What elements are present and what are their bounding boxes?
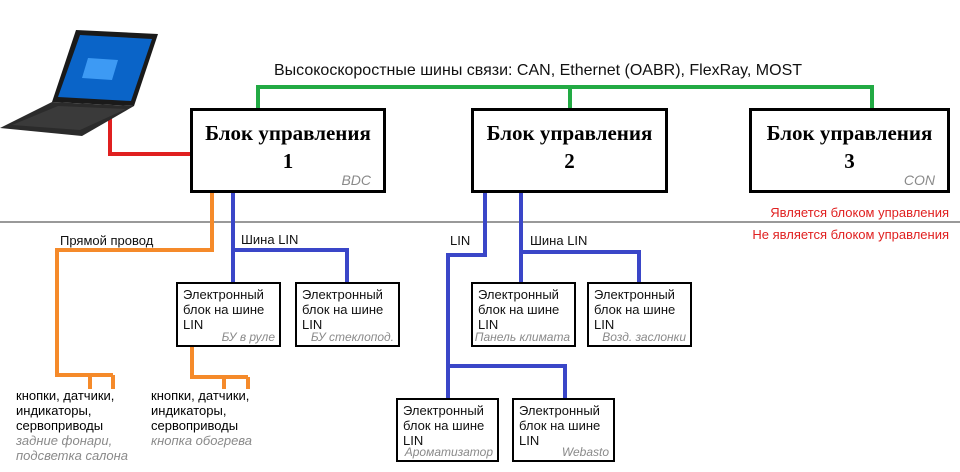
lin-unit-steering: Электронный блок на шине LIN БУ в руле [176, 282, 281, 347]
lin-unit-line-2: блок на шине [519, 418, 601, 433]
component-line-1: кнопки, датчики, [16, 388, 115, 403]
lin-unit-line-2: блок на шине [183, 302, 265, 317]
lin-unit-window-lifter: Электронный блок на шине LIN БУ стеклопо… [295, 282, 400, 347]
legend-is-ecu: Является блоком управления [770, 205, 949, 220]
lin-bus-label-1: Шина LIN [241, 232, 299, 247]
lin-unit-line-2: блок на шине [594, 302, 676, 317]
ecu-3-title: Блок управления [766, 121, 933, 145]
component-line-3: сервоприводы [151, 418, 239, 433]
lin-unit-line-1: Электронный [302, 287, 383, 302]
component-line-2: индикаторы, [151, 403, 227, 418]
lin-unit-line-3: LIN [183, 317, 204, 332]
direct-wire-label: Прямой провод [60, 233, 154, 248]
lin-unit-subtitle: Webasto [561, 445, 609, 459]
ecu-3: Блок управления 3 CON [749, 108, 950, 193]
component-group-2: кнопки, датчики, индикаторы, сервопривод… [151, 388, 252, 448]
ecu-3-number: 3 [844, 149, 855, 173]
component-group-1: кнопки, датчики, индикаторы, сервопривод… [16, 388, 128, 463]
lin-bus-label-2: Шина LIN [530, 233, 588, 248]
lin-unit-line-3: LIN [403, 433, 424, 448]
high-speed-bus-lines [256, 85, 874, 108]
lin-unit-line-2: блок на шине [478, 302, 560, 317]
lin-unit-webasto: Электронный блок на шине LIN Webasto [512, 398, 615, 462]
lin-unit-line-3: LIN [478, 317, 499, 332]
component-line-3: сервоприводы [16, 418, 104, 433]
component-example-1: задние фонари, [16, 433, 113, 448]
lin-unit-air-flaps: Электронный блок на шине LIN Возд. засло… [587, 282, 692, 347]
ecu-1: Блок управления 1 BDC [190, 108, 386, 193]
lin-unit-line-1: Электронный [594, 287, 675, 302]
component-example-1: кнопка обогрева [151, 433, 253, 448]
lin-unit-subtitle: Возд. заслонки [602, 330, 686, 344]
lin-unit-line-1: Электронный [183, 287, 264, 302]
ecu-1-number: 1 [282, 149, 294, 173]
lin-unit-subtitle: Ароматизатор [404, 445, 493, 459]
lin-unit-line-3: LIN [519, 433, 540, 448]
component-example-2: подсветка салона [16, 448, 128, 463]
lin-unit-line-3: LIN [302, 317, 323, 332]
component-line-1: кнопки, датчики, [151, 388, 250, 403]
lin-unit-line-1: Электронный [519, 403, 600, 418]
lin-unit-fragrance: Электронный блок на шине LIN Ароматизато… [396, 398, 499, 462]
lin-unit-line-2: блок на шине [302, 302, 384, 317]
lin-bus-lines [231, 193, 641, 398]
ecu-2: Блок управления 2 [471, 108, 668, 193]
ecu-1-code: BDC [341, 172, 371, 188]
lin-label-left: LIN [450, 233, 471, 248]
ecu-2-title: Блок управления [486, 121, 653, 145]
legend-not-ecu: Не является блоком управления [752, 227, 949, 242]
lin-unit-subtitle: БУ стеклопод. [310, 330, 394, 344]
high-speed-bus-title: Высокоскоростные шины связи: CAN, Ethern… [274, 62, 803, 79]
diagnostic-line [108, 115, 190, 156]
lin-unit-subtitle: БУ в руле [221, 330, 275, 344]
lin-unit-line-1: Электронный [478, 287, 559, 302]
lin-unit-line-3: LIN [594, 317, 615, 332]
lin-unit-line-2: блок на шине [403, 418, 485, 433]
ecu-3-code: CON [903, 172, 935, 188]
direct-wire-lines [55, 193, 250, 389]
ecu-1-title: Блок управления [205, 121, 371, 145]
component-line-2: индикаторы, [16, 403, 92, 418]
lin-unit-climate-panel: Электронный блок на шине LIN Панель клим… [471, 282, 576, 347]
ecu-2-number: 2 [564, 149, 575, 173]
lin-unit-subtitle: Панель климата [474, 330, 570, 344]
lin-unit-line-1: Электронный [403, 403, 484, 418]
laptop-icon [0, 30, 158, 136]
